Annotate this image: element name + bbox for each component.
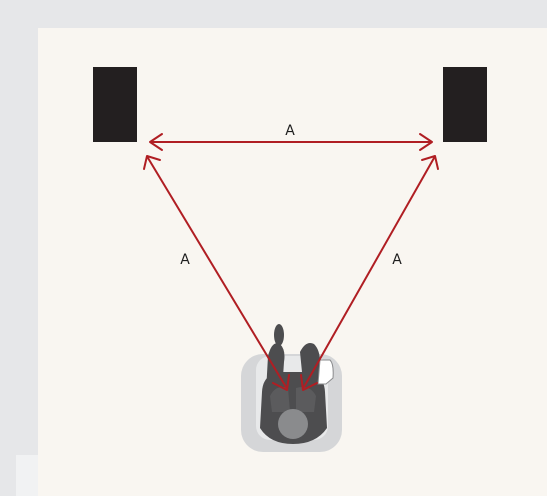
arrowhead-right-top xyxy=(421,155,439,170)
arrowhead-left-top xyxy=(143,155,161,170)
wall-band xyxy=(16,455,38,496)
left-distance-label: A xyxy=(180,252,190,268)
arrowhead-right xyxy=(419,133,433,151)
left-distance-arrow xyxy=(147,157,287,388)
listener-icon xyxy=(260,324,334,444)
left-speaker-icon xyxy=(93,67,137,142)
arrowhead-left-bottom xyxy=(272,374,290,391)
top-distance-label: A xyxy=(285,123,295,139)
arrowhead-left xyxy=(149,133,163,151)
right-speaker-icon xyxy=(443,67,487,142)
right-distance-label: A xyxy=(392,252,402,268)
arrowhead-right-bottom xyxy=(300,374,318,391)
right-distance-arrow xyxy=(303,157,435,388)
